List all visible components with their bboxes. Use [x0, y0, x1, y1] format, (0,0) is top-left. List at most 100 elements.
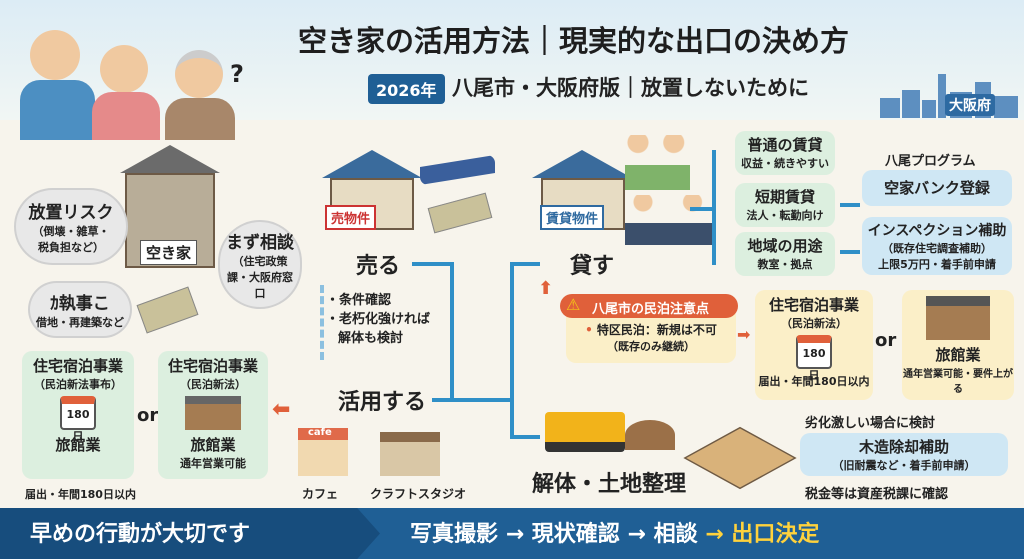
calendar-icon: 180日	[60, 396, 96, 443]
rights-title: ｶ執事こ	[50, 294, 110, 314]
or-label: or	[875, 330, 897, 351]
dirt-pile-icon	[625, 420, 675, 450]
option-title: 普通の賃貸	[747, 136, 823, 154]
step-arrow: →	[627, 522, 646, 547]
connector-line	[840, 250, 860, 254]
page-subtitle: 八尾市・大阪府版｜放置しないために	[452, 76, 809, 100]
rent-option-community[interactable]: 地域の用途 教室・拠点	[735, 232, 835, 276]
connector-line	[510, 262, 540, 266]
option-note: 届出・年間180日以内	[758, 375, 870, 388]
arrow-right-icon: ➡	[737, 325, 751, 344]
handshake-icon	[420, 155, 495, 185]
connector-line	[690, 207, 714, 211]
bulldozer-icon	[545, 412, 625, 452]
option-title: 住宅宿泊事業	[167, 357, 258, 375]
arrow-left-icon: ⬅	[272, 397, 291, 422]
studio-icon	[380, 432, 440, 476]
rights-detail: 借地・再建築など	[36, 316, 124, 329]
consult-detail: （住宅政策課・大阪府窓口	[227, 255, 293, 300]
calendar-icon: 180日	[796, 335, 832, 382]
connector-line	[450, 262, 454, 402]
demolish-note: 劣化激しい場合に検討	[805, 416, 936, 431]
inn-icon	[926, 296, 990, 340]
minpaku-warning-card: • 特区民泊：新規は不可 （既存のみ継続）	[566, 305, 736, 363]
step-final: 出口決定	[731, 522, 820, 547]
inspection-subsidy-card[interactable]: インスペクション補助 （既存住宅調査補助） 上限5万円・着手前申請	[862, 217, 1012, 275]
footer-left-panel	[0, 508, 380, 559]
consult-title: まず相談	[226, 233, 294, 253]
region-label: 大阪府	[945, 94, 995, 116]
rent-option-short-term[interactable]: 短期賃貸 法人・転勤向け	[735, 183, 835, 227]
neglect-risk-bubble: 放置リスク （倒壊・雑草・税負担など）	[16, 190, 126, 263]
option-note: 通年営業可能・要件上がる	[903, 369, 1013, 395]
demolition-subsidy-card[interactable]: 木造除却補助 （旧耐震など・着手前申請）	[800, 433, 1008, 476]
rental-sign: 賃貸物件	[540, 205, 605, 230]
sell-label: 売る	[356, 254, 401, 279]
option-title: 住宅宿泊事業	[768, 296, 859, 314]
risk-title: 放置リスク	[28, 203, 114, 223]
inspection-subtitle: （既存住宅調査補助）	[882, 242, 992, 255]
option-type: 旅館業	[935, 346, 981, 364]
vacant-house-label: 空き家	[140, 240, 198, 265]
or-label: or	[137, 405, 159, 426]
connector-line	[510, 262, 514, 437]
step: 現状確認	[531, 522, 620, 547]
step: 相談	[653, 522, 698, 547]
option-subtitle: （民泊新法事布）	[34, 378, 122, 391]
connector-line	[840, 203, 860, 207]
option-title: 短期賃貸	[754, 188, 815, 206]
subsidy-subtitle: （旧耐震など・着手前申請）	[832, 459, 976, 472]
minpaku-option-card: 住宅宿泊事業 （民泊新法事布） 180日 旅館業	[22, 351, 134, 479]
sell-checklist: ・条件確認 ・老朽化強ければ 解体も検討	[326, 291, 430, 348]
demolish-note: 税金等は資産税課に確認	[805, 487, 949, 502]
worried-people-illustration: ?	[20, 20, 250, 140]
subsidy-title: 木造除却補助	[858, 438, 949, 456]
connector-line	[432, 398, 512, 402]
warning-banner: ⚠ 八尾市の民泊注意点	[560, 294, 738, 318]
option-note: 届出・年間180日以内	[25, 488, 136, 501]
warning-icon: ⚠	[566, 295, 581, 314]
option-type: 旅館業	[190, 436, 236, 454]
rent-option-regular[interactable]: 普通の賃貸 収益・続きやすい	[735, 131, 835, 175]
vacant-lot-icon	[683, 426, 797, 490]
shop-label: カフェ	[302, 487, 339, 501]
checklist-item: 解体も検討	[338, 331, 404, 346]
rent-label: 貸す	[570, 254, 615, 279]
demolish-label: 解体・土地整理	[532, 472, 687, 497]
akiya-bank-label: 空家バンク登録	[884, 179, 990, 197]
ryokan-card: 旅館業 通年営業可能・要件上がる	[902, 290, 1014, 400]
arrow-up-icon: ⬆	[538, 278, 554, 299]
rights-issue-bubble: ｶ執事こ 借地・再建築など	[30, 283, 130, 336]
option-title: 住宅宿泊事業	[32, 357, 123, 375]
option-subtitle: （民泊新法）	[180, 378, 246, 391]
shop-label: クラフトスタジオ	[370, 487, 467, 501]
step-arrow: →	[505, 522, 525, 547]
page-title: 空き家の活用方法｜現実的な出口の決め方	[298, 24, 850, 58]
risk-detail: （倒壊・雑草・税負担など）	[32, 225, 110, 254]
program-heading: 八尾プログラム	[885, 154, 976, 169]
minpaku-point-sub: （既存のみ継続）	[607, 340, 695, 353]
inspection-title: インスペクション補助	[867, 223, 1007, 239]
connector-line	[510, 435, 540, 439]
ryokan-option-card: 住宅宿泊事業 （民泊新法） 旅館業 通年営業可能	[158, 351, 268, 479]
connector-line	[712, 150, 716, 265]
business-meeting-illustration	[625, 195, 715, 245]
dashed-arrow-down	[320, 285, 324, 360]
option-detail: 収益・続きやすい	[741, 157, 829, 170]
utilize-label: 活用する	[338, 390, 427, 415]
inspection-note: 上限5万円・着手前申請	[878, 258, 996, 271]
option-title: 地域の用途	[747, 237, 823, 255]
connector-line	[412, 262, 452, 266]
footer-message: 早めの行動が大切です	[30, 522, 251, 547]
cafe-sign: cafe	[308, 427, 332, 438]
inn-icon	[185, 396, 241, 430]
option-type: 旅館業	[55, 436, 101, 454]
option-subtitle: （民泊新法）	[781, 317, 847, 330]
checklist-item: ・老朽化強ければ	[326, 312, 431, 327]
for-sale-sign: 売物件	[325, 205, 377, 230]
year-badge: 2026年	[368, 74, 445, 104]
minpaku-point: • 特区民泊：新規は不可	[585, 323, 717, 337]
checklist-item: ・条件確認	[326, 293, 392, 308]
option-detail: 教室・拠点	[757, 258, 813, 271]
akiya-bank-card[interactable]: 空家バンク登録	[862, 170, 1012, 206]
